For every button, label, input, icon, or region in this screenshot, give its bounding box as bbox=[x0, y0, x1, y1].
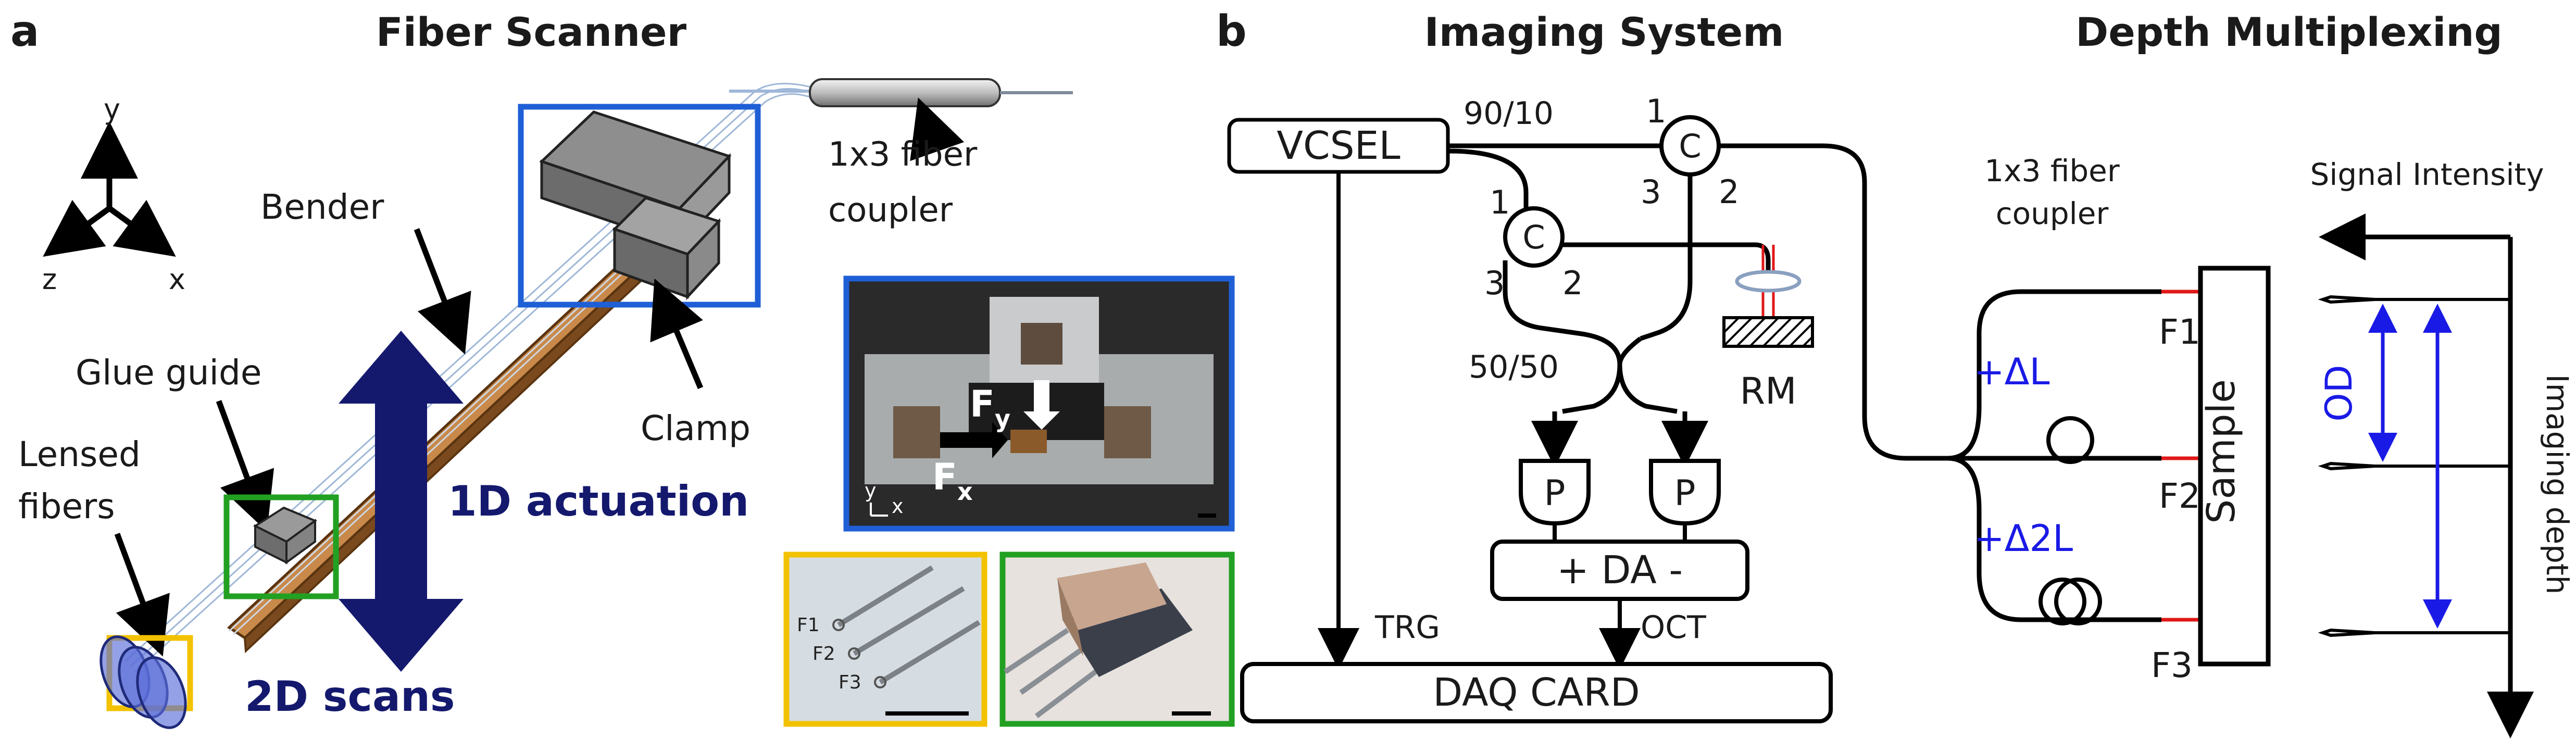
lens-spots bbox=[99, 635, 187, 729]
photo-fibers: F1 F2 F3 bbox=[783, 552, 987, 727]
axis-y-label: y bbox=[104, 93, 120, 126]
glue-guide-pointer bbox=[216, 400, 274, 532]
actuation-label: 1D actuation bbox=[448, 477, 749, 525]
delay-loop-2a bbox=[2039, 578, 2086, 625]
axes-triad bbox=[43, 121, 176, 257]
clamp-label: Clamp bbox=[641, 408, 751, 448]
signal-spikes bbox=[2318, 295, 2510, 637]
photo-f1-label: F1 bbox=[797, 615, 820, 636]
force-x-subscript: x bbox=[957, 478, 973, 506]
trg-label: TRG bbox=[1374, 609, 1440, 646]
od-label: OD bbox=[2318, 365, 2360, 422]
split-fibers bbox=[1947, 289, 2161, 622]
photo-axis-y: y bbox=[865, 479, 877, 502]
glue-guide-highlight-box bbox=[223, 494, 339, 599]
multiplex-coupler-line2: coupler bbox=[1996, 196, 2109, 231]
photo-glue-guide bbox=[999, 552, 1235, 727]
force-x-label: F bbox=[932, 456, 957, 498]
rm-label: RM bbox=[1740, 370, 1796, 412]
coupler-label-line2: coupler bbox=[828, 191, 953, 230]
detector-left: P bbox=[1519, 459, 1591, 526]
sample-box bbox=[2198, 266, 2271, 667]
f1-label: F1 bbox=[2159, 312, 2200, 352]
coupler-pointer bbox=[910, 97, 965, 161]
coupler-label-line1: 1x3 fiber bbox=[828, 135, 978, 174]
lensed-fibers-label-line1: Lensed bbox=[18, 434, 141, 474]
force-y-label: F bbox=[970, 383, 995, 425]
imaging-depth-label: Imaging depth bbox=[2540, 374, 2575, 595]
photo-axis-x: x bbox=[892, 495, 904, 518]
clamp-block bbox=[539, 110, 732, 300]
delay-loop-1 bbox=[2046, 416, 2094, 464]
detector-left-label: P bbox=[1544, 473, 1565, 514]
force-y-subscript: y bbox=[995, 405, 1010, 433]
ratio-mid-label: 50/50 bbox=[1469, 349, 1559, 385]
signal-intensity-label: Signal Intensity bbox=[2310, 157, 2544, 192]
panel-a-title: Fiber Scanner bbox=[376, 9, 687, 55]
panel-c: Depth Multiplexing 1x3 fiber coupler +ΔL… bbox=[1947, 9, 2575, 738]
actuation-arrow bbox=[339, 331, 464, 672]
detector-right: P bbox=[1649, 459, 1721, 526]
clamp-pointer bbox=[650, 278, 704, 390]
panel-a: a Fiber Scanner y z x bbox=[10, 7, 1235, 729]
delta-l-label: +ΔL bbox=[1974, 350, 2050, 393]
f2-label: F2 bbox=[2159, 476, 2200, 516]
circulator-2-label: C bbox=[1522, 218, 1545, 256]
f3-label: F3 bbox=[2151, 645, 2193, 685]
circulator-1-port2: 2 bbox=[1719, 173, 1739, 211]
circulator-2-port1: 1 bbox=[1490, 183, 1510, 221]
axis-x-label: x bbox=[169, 263, 185, 296]
lensed-fibers-label-line2: fibers bbox=[18, 486, 115, 527]
clamp-highlight-box bbox=[518, 104, 761, 308]
panel-c-title: Depth Multiplexing bbox=[2075, 9, 2503, 55]
daq-box bbox=[1240, 662, 1833, 723]
circulator-2-port3: 3 bbox=[1484, 264, 1505, 302]
bender-label: Bender bbox=[260, 187, 384, 227]
detector-right-label: P bbox=[1674, 473, 1695, 514]
photo-clamp: F y F x y x bbox=[843, 275, 1235, 532]
glue-guide-block bbox=[253, 506, 318, 565]
bender-pointer bbox=[414, 228, 471, 355]
panel-b-title: Imaging System bbox=[1424, 9, 1784, 55]
glue-guide-label: Glue guide bbox=[76, 353, 261, 393]
photo-f2-label: F2 bbox=[812, 643, 835, 665]
ratio-top-label: 90/10 bbox=[1464, 95, 1554, 132]
panel-b-letter: b bbox=[1216, 7, 1247, 56]
circulator-1-port3: 3 bbox=[1641, 173, 1661, 211]
circulator-2-port2: 2 bbox=[1562, 264, 1583, 302]
panel-b: b Imaging System VCSEL 90/10 C 1 3 2 C 1… bbox=[1216, 7, 1948, 723]
circulator-1-label: C bbox=[1679, 127, 1701, 165]
imaging-fibers bbox=[1447, 143, 1948, 461]
axis-z-label: z bbox=[42, 263, 57, 296]
oct-label: OCT bbox=[1641, 609, 1706, 646]
circulator-1 bbox=[1659, 115, 1721, 177]
scans-label: 2D scans bbox=[245, 672, 455, 721]
panel-a-letter: a bbox=[10, 7, 39, 56]
vcsel-label: VCSEL bbox=[1277, 123, 1400, 168]
daq-label: DAQ CARD bbox=[1433, 670, 1640, 715]
da-label: + DA - bbox=[1557, 548, 1683, 593]
sample-label: Sample bbox=[2199, 379, 2244, 523]
delay-loop-2b bbox=[2054, 578, 2102, 625]
delta-2l-label: +Δ2L bbox=[1974, 517, 2073, 560]
reference-mirror bbox=[1722, 245, 1814, 348]
circulator-1-port1: 1 bbox=[1646, 92, 1666, 130]
multiplex-coupler-line1: 1x3 fiber bbox=[1984, 153, 2120, 189]
circulator-2 bbox=[1503, 206, 1565, 268]
photo-f3-label: F3 bbox=[839, 672, 861, 693]
lensed-fibers-pointer bbox=[114, 533, 170, 657]
